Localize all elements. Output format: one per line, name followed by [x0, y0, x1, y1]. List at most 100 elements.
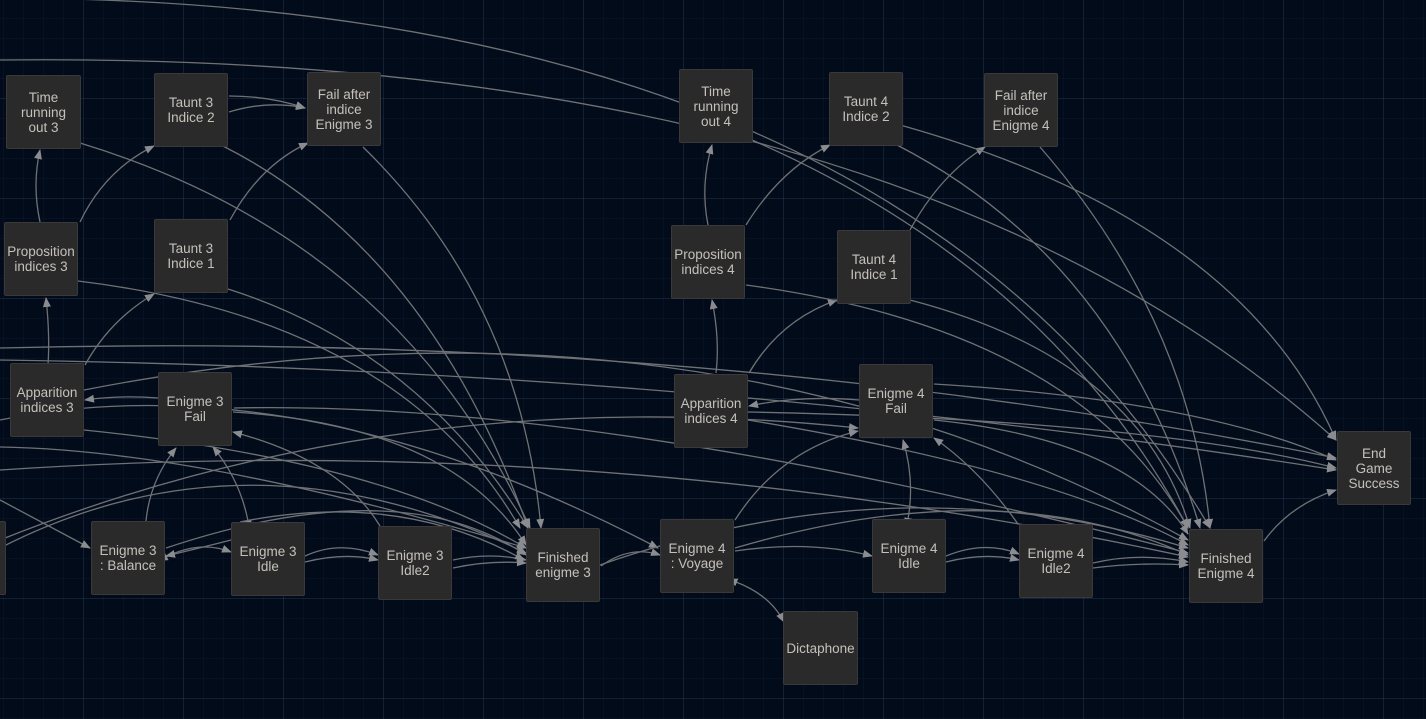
- node-label: Taunt 4 Indice 1: [850, 252, 898, 282]
- edge: [748, 299, 838, 374]
- node-label: Time running out 4: [693, 83, 739, 129]
- edge: [227, 288, 529, 529]
- node-time-running-out-4[interactable]: Time running out 4: [679, 69, 753, 143]
- node-label: Enigme 3 Idle2: [386, 548, 444, 578]
- node-label: Apparition indices 4: [680, 396, 742, 426]
- edge: [1263, 488, 1337, 542]
- node-fail-after-indice-enigme-3[interactable]: Fail after indice Enigme 3: [307, 72, 381, 146]
- node-finished-enigme-4[interactable]: Finished Enigme 4: [1189, 529, 1263, 603]
- node-apparition-indices-4[interactable]: Apparition indices 4: [674, 374, 748, 448]
- edge: [734, 510, 1189, 556]
- node-enigme-4-fail[interactable]: Enigme 4 Fail: [859, 364, 933, 438]
- node-enigme-3-fail[interactable]: Enigme 3 Fail: [158, 372, 232, 446]
- edge: [896, 144, 1202, 529]
- node-label: Enigme 4 : Voyage: [668, 541, 726, 571]
- edge: [145, 447, 177, 522]
- edge: [233, 406, 1189, 555]
- edge: [84, 293, 155, 366]
- edge: [452, 554, 527, 562]
- node-label: Finished Enigme 4: [1197, 551, 1255, 581]
- edge: [304, 553, 379, 563]
- edge: [899, 124, 1337, 441]
- edge: [232, 411, 527, 546]
- edge: [727, 578, 785, 623]
- edge: [79, 145, 155, 223]
- node-label: End Game Success: [1348, 445, 1400, 491]
- node-label: Fail after indice Enigme 4: [992, 87, 1050, 133]
- node-label: Enigme 3 Fail: [166, 394, 224, 424]
- node-enigme-3-idle[interactable]: Enigme 3 Idle: [231, 522, 305, 596]
- edge: [0, 345, 1337, 461]
- node-taunt-4-indice-1[interactable]: Taunt 4 Indice 1: [837, 230, 911, 304]
- edge: [901, 439, 913, 528]
- edge: [42, 297, 51, 366]
- node-label: Proposition indices 4: [674, 247, 742, 277]
- edge: [79, 142, 531, 529]
- node-enigme-4-idle[interactable]: Enigme 4 Idle: [872, 519, 946, 593]
- node-label: Enigme 4 Idle: [880, 541, 938, 571]
- edge: [452, 558, 527, 569]
- node-taunt-3-indice-1[interactable]: Taunt 3 Indice 1: [154, 219, 228, 293]
- node-enigme-3-balance[interactable]: Enigme 3 : Balance: [91, 521, 165, 595]
- node-finished-enigme-3[interactable]: Finished enigme 3: [526, 528, 600, 602]
- node-taunt-3-indice-2[interactable]: Taunt 3 Indice 2: [154, 73, 228, 147]
- edge: [748, 397, 860, 409]
- node-label: Enigme 4 Idle2: [1027, 546, 1085, 576]
- node-label: Enigme 3 : Balance: [99, 543, 157, 573]
- edge: [747, 419, 1189, 546]
- edge: [747, 411, 1337, 470]
- edge: [84, 394, 159, 403]
- edge: [165, 539, 232, 558]
- node-label: Time running out 3: [20, 89, 67, 135]
- node-enigme-4-idle2[interactable]: Enigme 4 Idle2: [1019, 524, 1093, 598]
- edge: [709, 299, 718, 374]
- edge: [909, 299, 1192, 529]
- edge: [239, 511, 525, 561]
- node-time-running-out-3[interactable]: Time running out 3: [6, 75, 81, 149]
- node-label: Taunt 3 Indice 2: [167, 95, 215, 125]
- node-label: Proposition indices 3: [7, 244, 75, 274]
- node-label: Enigme 3 Idle: [239, 544, 297, 574]
- node-fail-after-indice-enigme-4[interactable]: Fail after indice Enigme 4: [984, 73, 1058, 147]
- node-proposition-indices-4[interactable]: Proposition indices 4: [671, 225, 745, 299]
- edge: [165, 510, 527, 556]
- node-enigme-3-idle2[interactable]: Enigme 3 Idle2: [378, 526, 452, 600]
- node-label: Fail after indice Enigme 3: [315, 86, 373, 132]
- node-dictaphone[interactable]: Dictaphone: [783, 611, 858, 685]
- node-partial-left[interactable]: [0, 521, 6, 595]
- node-proposition-indices-3[interactable]: Proposition indices 3: [4, 222, 78, 296]
- node-label: Enigme 4 Fail: [867, 386, 925, 416]
- edge: [734, 545, 873, 558]
- edge: [751, 139, 1189, 529]
- node-label: Taunt 3 Indice 1: [167, 241, 215, 271]
- edge: [212, 446, 252, 530]
- node-label: Dictaphone: [786, 640, 855, 656]
- edge: [909, 146, 986, 231]
- node-taunt-4-indice-2[interactable]: Taunt 4 Indice 2: [829, 72, 903, 146]
- node-end-game-success[interactable]: End Game Success: [1337, 431, 1411, 505]
- node-apparition-indices-3[interactable]: Apparition indices 3: [10, 363, 84, 437]
- edge: [1092, 556, 1189, 565]
- edge: [933, 419, 1189, 535]
- edge: [745, 144, 831, 226]
- edge: [0, 499, 91, 549]
- edge: [745, 284, 1189, 529]
- edge: [83, 352, 1189, 541]
- node-enigme-4-voyage[interactable]: Enigme 4 : Voyage: [660, 519, 734, 593]
- edge: [600, 548, 661, 567]
- edge: [933, 383, 1337, 461]
- edge: [304, 547, 379, 557]
- edge: [0, 459, 1189, 560]
- edge: [34, 149, 42, 223]
- edge: [945, 546, 1020, 557]
- edge: [1039, 146, 1214, 529]
- node-label: Taunt 4 Indice 2: [842, 94, 890, 124]
- edge: [362, 146, 545, 529]
- edge: [228, 102, 306, 113]
- edge: [704, 144, 714, 226]
- node-label: Apparition indices 3: [16, 385, 78, 415]
- edge: [0, 59, 1337, 441]
- edge: [220, 144, 529, 529]
- edge: [734, 429, 859, 521]
- node-label: Finished enigme 3: [535, 550, 591, 580]
